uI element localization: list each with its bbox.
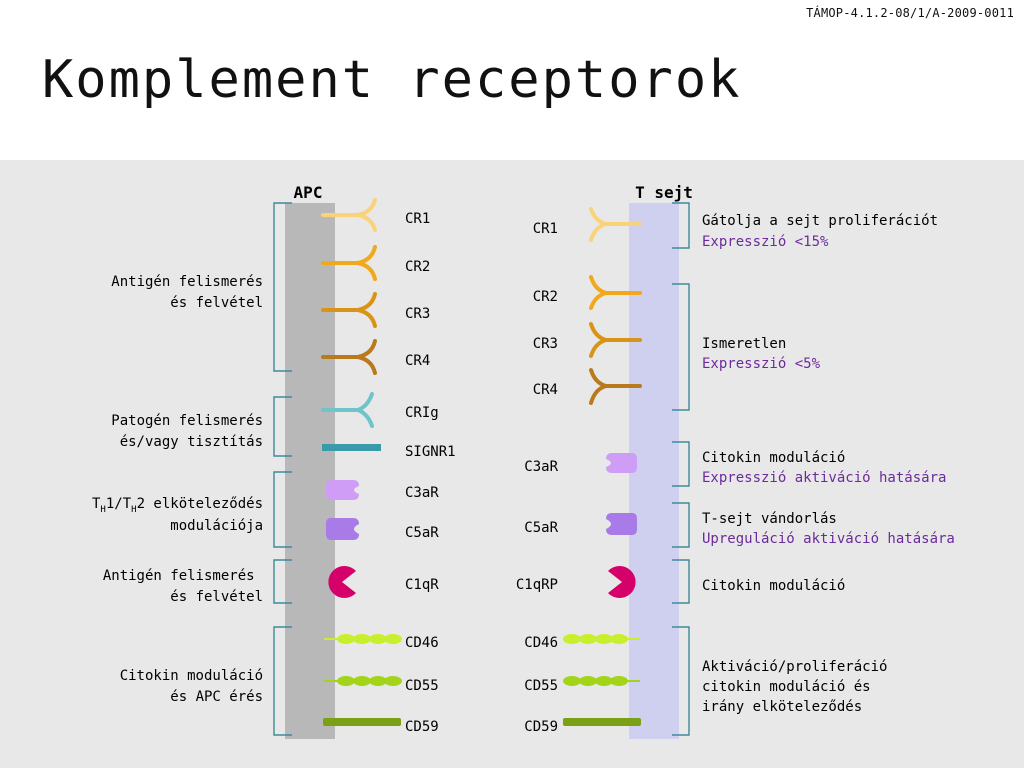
apc-membrane (285, 203, 335, 739)
apc-group-3-line2: modulációja (170, 518, 263, 534)
apc-group-1-line1: Antigén felismerés (111, 274, 263, 290)
tcell-heading: T sejt (635, 183, 693, 202)
apc-label-signr1: SIGNR1 (405, 444, 456, 460)
tcell-group-2-line1: Ismeretlen (702, 336, 786, 352)
tcell-bracket-3 (672, 441, 690, 487)
apc-group-2-line2: és/vagy tisztítás (120, 434, 263, 450)
tcell-cr1-receptor-icon (589, 207, 642, 242)
apc-group-brackets (273, 202, 292, 736)
apc-cd46-receptor-icon (324, 634, 402, 644)
tcell-bracket-6 (672, 626, 690, 736)
apc-cr4-receptor-icon (321, 339, 377, 375)
tcell-cd55-receptor-icon (563, 676, 640, 686)
tcell-label-cr3: CR3 (533, 336, 558, 352)
tcell-c1qrp-receptor-icon (608, 566, 636, 598)
apc-bracket-cytokine (273, 626, 292, 736)
tcell-cr4-receptor-icon (589, 368, 642, 405)
apc-c5ar-receptor-icon (326, 518, 359, 540)
tcell-cr3-receptor-icon (589, 322, 642, 358)
apc-label-c1qr: C1qR (405, 577, 439, 593)
apc-cr2-receptor-icon (321, 245, 377, 281)
tcell-group-3-line2: Expresszió aktiváció hatására (702, 470, 946, 486)
tcell-bracket-4 (672, 502, 690, 548)
apc-group-2-line1: Patogén felismerés (111, 413, 263, 429)
content-background (0, 160, 1024, 768)
header-code: TÁMOP-4.1.2-08/1/A-2009-0011 (806, 6, 1014, 20)
apc-group-4-line1: Antigén felismerés (103, 568, 263, 584)
tcell-group-2-line2: Expresszió <5% (702, 356, 821, 372)
apc-label-cd46: CD46 (405, 635, 439, 651)
apc-c3ar-receptor-icon (326, 480, 359, 500)
tcell-label-c1qrp: C1qRP (516, 577, 558, 593)
apc-cd59-receptor-icon (323, 718, 401, 726)
apc-group-5-line2: és APC érés (170, 689, 263, 705)
tcell-group-4-line2: Upreguláció aktiváció hatására (702, 531, 955, 547)
tcell-group-6-line3: irány elköteleződés (702, 699, 862, 715)
tcell-label-cr1: CR1 (533, 221, 558, 237)
apc-label-cr1: CR1 (405, 211, 430, 227)
apc-crig-receptor-icon (321, 392, 374, 428)
tcell-cr2-receptor-icon (589, 275, 642, 310)
tcell-group-6-line1: Aktiváció/proliferáció (702, 659, 887, 675)
apc-bracket-pathogen (273, 396, 292, 457)
apc-group-4-line2: és felvétel (170, 589, 263, 605)
apc-group-5-line1: Citokin moduláció (120, 668, 263, 684)
apc-heading: APC (294, 183, 323, 202)
apc-group-1-line2: és felvétel (170, 295, 263, 311)
apc-bracket-antigen-2 (273, 559, 292, 604)
tcell-group-5-line1: Citokin moduláció (702, 578, 845, 594)
slide-title: Komplement receptorok (42, 50, 742, 110)
apc-label-cd55: CD55 (405, 678, 439, 694)
tcell-group-4-line1: T-sejt vándorlás (702, 511, 837, 527)
tcell-group-6-line2: citokin moduláció és (702, 679, 871, 695)
apc-label-cd59: CD59 (405, 719, 439, 735)
apc-label-c3ar: C3aR (405, 485, 439, 501)
tcell-label-c5ar: C5aR (524, 520, 558, 536)
tcell-group-brackets (672, 202, 690, 736)
apc-cr1-receptor-icon (321, 198, 377, 232)
tcell-c5ar-receptor-icon (606, 513, 637, 535)
tcell-bracket-1 (672, 202, 690, 249)
apc-label-crig: CRIg (405, 405, 439, 421)
tcell-cd59-receptor-icon (563, 718, 641, 726)
apc-label-c5ar: C5aR (405, 525, 439, 541)
tcell-label-cr2: CR2 (533, 289, 558, 305)
apc-signr1-receptor-icon (322, 444, 381, 451)
apc-label-cr3: CR3 (405, 306, 430, 322)
tcell-label-cr4: CR4 (533, 382, 558, 398)
tcell-group-3-line1: Citokin moduláció (702, 450, 845, 466)
apc-bracket-th (273, 471, 292, 548)
apc-cr3-receptor-icon (321, 292, 377, 328)
apc-bracket-antigen-1 (273, 202, 292, 372)
tcell-bracket-5 (672, 559, 690, 604)
apc-cd55-receptor-icon (324, 676, 402, 686)
apc-label-cr4: CR4 (405, 353, 430, 369)
apc-label-cr2: CR2 (405, 259, 430, 275)
apc-c1qr-receptor-icon (328, 566, 356, 598)
tcell-label-cd55: CD55 (524, 678, 558, 694)
tcell-group-1-line1: Gátolja a sejt proliferációt (702, 213, 938, 229)
apc-group-3-line1: TH1/TH2 elköteleződés (92, 496, 263, 515)
tcell-label-cd46: CD46 (524, 635, 558, 651)
tcell-label-c3ar: C3aR (524, 459, 558, 475)
tcell-label-cd59: CD59 (524, 719, 558, 735)
tcell-membrane (629, 203, 679, 739)
tcell-group-1-line2: Expresszió <15% (702, 234, 829, 250)
tcell-bracket-2 (672, 283, 690, 411)
tcell-c3ar-receptor-icon (606, 453, 637, 473)
tcell-cd46-receptor-icon (563, 634, 640, 644)
